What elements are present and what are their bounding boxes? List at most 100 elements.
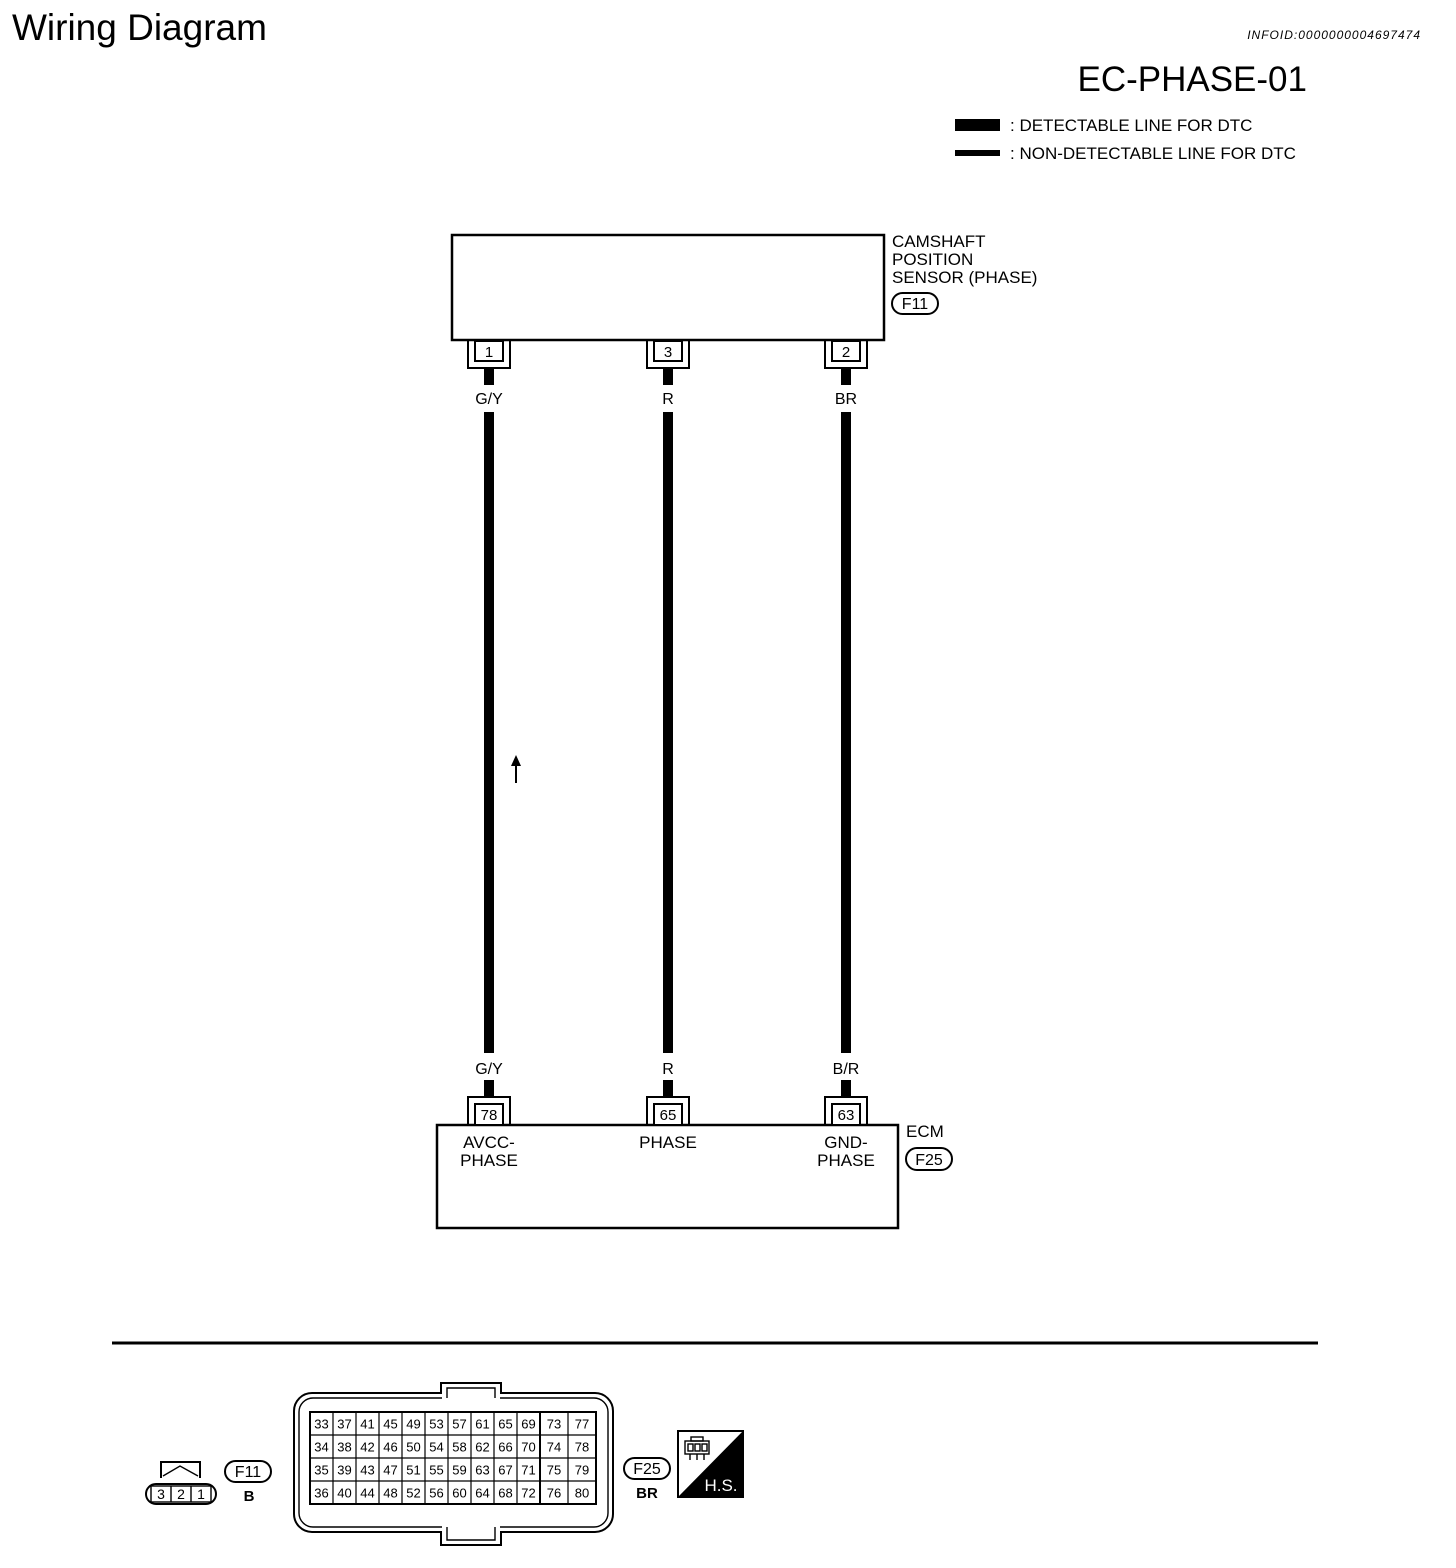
badge-outline (224, 1460, 272, 1483)
ecm-connector-cavity-number: 74 (547, 1440, 561, 1455)
pin-bracket (467, 1096, 511, 1125)
ecm-connector-cavity-number: 65 (498, 1417, 512, 1432)
connector-id: F11 (235, 1464, 261, 1481)
wire-color-label: B/R (833, 1061, 860, 1078)
ecm-body (435, 1123, 900, 1230)
ecm-connector-cavity-number: 68 (498, 1486, 512, 1501)
ecm-connector-cavity-number: 39 (337, 1463, 351, 1478)
ecm-connector-cavity-number: 40 (337, 1486, 351, 1501)
wire-segment (484, 1080, 494, 1097)
ecm-connector-view-badge: F25 (623, 1457, 671, 1480)
ecm-connector-cavity-number: 43 (360, 1463, 374, 1478)
wire-circuit-1: G/Y G/Y (475, 368, 503, 1097)
wire-segment (841, 412, 851, 1053)
ecm-connector-cavity-number: 41 (360, 1417, 374, 1432)
ecm-pin: 78 (467, 1096, 511, 1126)
sensor-name-line: CAMSHAFT (892, 232, 986, 251)
wire-segment (484, 412, 494, 1053)
wire-segment (841, 1080, 851, 1097)
ecm-connector-cavity-number: 60 (452, 1486, 466, 1501)
wire-color-label: G/Y (475, 1061, 503, 1078)
detectable-line-swatch (955, 119, 1000, 131)
pin-bracket (646, 1096, 690, 1125)
connector-top-tab (440, 1382, 502, 1400)
ecm-connector-cavity-number: 53 (429, 1417, 443, 1432)
ecm-terminal-label: AVCC- (463, 1133, 515, 1152)
legend-item-detectable: : DETECTABLE LINE FOR DTC (955, 116, 1252, 135)
sensor-connector-view-badge: F11 (224, 1460, 272, 1483)
ecm-connector-cavity-number: 78 (575, 1440, 589, 1455)
connector-housing-color: BR (636, 1485, 658, 1502)
ecm-connector-cavity-number: 61 (475, 1417, 489, 1432)
harness-side-symbol: H.S. (677, 1430, 744, 1498)
sensor-name-line: POSITION (892, 250, 973, 269)
ecm-connector-cavity-number: 57 (452, 1417, 466, 1432)
ecm-pin: 63 (824, 1096, 868, 1126)
ecm-connector-cavity-number: 34 (314, 1440, 328, 1455)
sensor-pin: 3 (646, 340, 690, 369)
harness-side-label: H.S. (704, 1476, 737, 1495)
pin-box (831, 340, 861, 362)
ecm-connector-cavity-number: 62 (475, 1440, 489, 1455)
connector-bottom-tab (440, 1525, 502, 1546)
sensor-connector-cavity-number: 1 (197, 1486, 205, 1502)
diagram-code: EC-PHASE-01 (1077, 60, 1307, 99)
ecm-connector-cavity-number: 54 (429, 1440, 443, 1455)
connector-housing-color: B (244, 1488, 255, 1505)
wire-segment (841, 368, 851, 385)
pin-box (474, 340, 504, 362)
non-detectable-line-swatch (955, 150, 1000, 156)
badge-outline (623, 1457, 671, 1480)
ecm-connector-cavity-number: 45 (383, 1417, 397, 1432)
connector-latch-icon (160, 1461, 201, 1478)
ecm-name: ECM (906, 1122, 944, 1141)
page-title: Wiring Diagram (12, 7, 267, 48)
wire-circuit-2: R R (662, 368, 674, 1097)
connector-housing (145, 1483, 217, 1505)
sensor-pin-number: 1 (485, 344, 493, 361)
legend: : DETECTABLE LINE FOR DTC : NON-DETECTAB… (955, 116, 1296, 163)
camshaft-position-sensor: CAMSHAFT POSITION SENSOR (PHASE) F11 1 3… (450, 232, 1037, 369)
ecm-connector-cavity-number: 77 (575, 1417, 589, 1432)
wire-color-label: R (662, 391, 674, 408)
sensor-body (450, 233, 886, 342)
ecm-connector-cavity-number: 50 (406, 1440, 420, 1455)
sensor-connector-cavity-number: 2 (177, 1486, 185, 1502)
ecm-pin: 65 (646, 1096, 690, 1126)
ecm-connector-cavity-number: 51 (406, 1463, 420, 1478)
pin-box (653, 340, 683, 362)
ecm-connector-cavity-number: 73 (547, 1417, 561, 1432)
ecm-connector-cavity-number: 49 (406, 1417, 420, 1432)
pin-box (653, 1103, 683, 1126)
ecm-connector-cavity-number: 66 (498, 1440, 512, 1455)
ecm-connector-cavity-number: 47 (383, 1463, 397, 1478)
pin-box (474, 1103, 504, 1126)
wire-segment (663, 368, 673, 385)
ecm-connector-cavity-number: 33 (314, 1417, 328, 1432)
ecm-terminal-label: PHASE (639, 1133, 697, 1152)
ecm-connector-cavity-number: 42 (360, 1440, 374, 1455)
wire-segment (663, 1080, 673, 1097)
wire-segment (484, 368, 494, 385)
ecm-connector-cavity-number: 80 (575, 1486, 589, 1501)
badge-outline (905, 1147, 953, 1171)
sensor-pin-number: 3 (664, 344, 672, 361)
ecm-connector-cavity-number: 56 (429, 1486, 443, 1501)
ecm-connector-cavity-number: 76 (547, 1486, 561, 1501)
ecm-connector-cavity-number: 44 (360, 1486, 374, 1501)
ecm-connector-cavity-number: 79 (575, 1463, 589, 1478)
ecm-connector-cavity-number: 55 (429, 1463, 443, 1478)
info-id: INFOID:0000000004697474 (1247, 28, 1421, 42)
sensor-connector-view: 3 2 1 F11 B (145, 1460, 272, 1505)
harness-side-fill (678, 1431, 743, 1497)
sensor-pin-number: 2 (842, 344, 850, 361)
sensor-pin: 2 (824, 340, 868, 369)
ecm-connector-cavity-number: 36 (314, 1486, 328, 1501)
pin-bracket (824, 1096, 868, 1125)
ecm-connector-cavity-number: 64 (475, 1486, 489, 1501)
wire-color-label: R (662, 1061, 674, 1078)
ecm-connector-cavity-number: 52 (406, 1486, 420, 1501)
sensor-name-line: SENSOR (PHASE) (892, 268, 1037, 287)
